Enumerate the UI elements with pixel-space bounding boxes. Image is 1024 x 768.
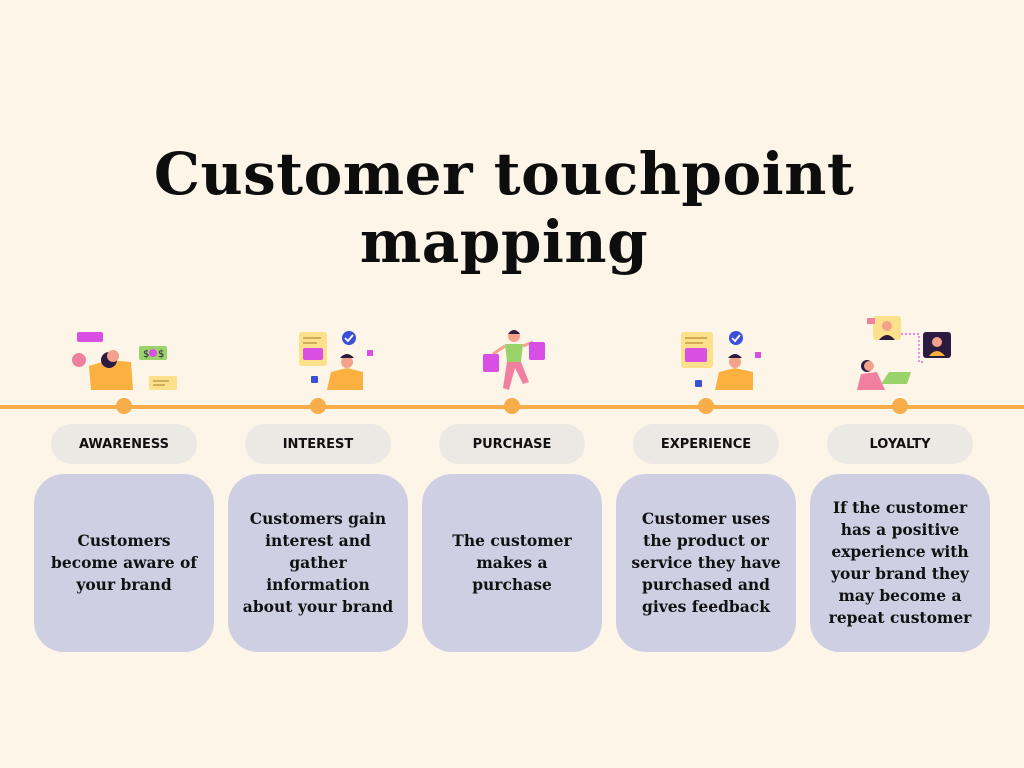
stage-label-purchase: PURCHASE xyxy=(439,424,585,464)
stage-description-awareness: Customers become aware of your brand xyxy=(34,474,214,652)
stage-interest: INTEREST Customers gain interest and gat… xyxy=(223,300,413,660)
svg-text:$: $ xyxy=(143,349,149,360)
timeline-dot xyxy=(116,398,132,414)
stage-description-loyalty: If the customer has a positive experienc… xyxy=(810,474,990,652)
stage-label-loyalty: LOYALTY xyxy=(827,424,973,464)
stage-experience: EXPERIENCE Customer uses the product or … xyxy=(611,300,801,660)
stage-awareness: $ $ AWARENESS Customers become aware of … xyxy=(29,300,219,660)
person-with-money-icon: $ $ xyxy=(72,332,177,390)
timeline-dot xyxy=(504,398,520,414)
svg-text:$: $ xyxy=(158,349,164,360)
stage-description-purchase: The customer makes a purchase xyxy=(422,474,602,652)
person-with-info-card-icon xyxy=(299,331,373,390)
person-with-feedback-card-icon xyxy=(681,331,761,390)
person-with-laptop-chat-icon xyxy=(857,316,951,390)
stage-description-experience: Customer uses the product or service the… xyxy=(616,474,796,652)
stage-label-experience: EXPERIENCE xyxy=(633,424,779,464)
timeline-dot xyxy=(698,398,714,414)
stage-label-awareness: AWARENESS xyxy=(51,424,197,464)
page-title: Customer touchpoint mapping xyxy=(153,140,855,276)
timeline-dot xyxy=(310,398,326,414)
person-with-shopping-bags-icon xyxy=(483,330,545,390)
stage-description-interest: Customers gain interest and gather infor… xyxy=(228,474,408,652)
timeline-dot xyxy=(892,398,908,414)
stage-label-interest: INTEREST xyxy=(245,424,391,464)
stage-purchase: PURCHASE The customer makes a purchase xyxy=(417,300,607,660)
stage-loyalty: LOYALTY If the customer has a positive e… xyxy=(805,300,995,660)
